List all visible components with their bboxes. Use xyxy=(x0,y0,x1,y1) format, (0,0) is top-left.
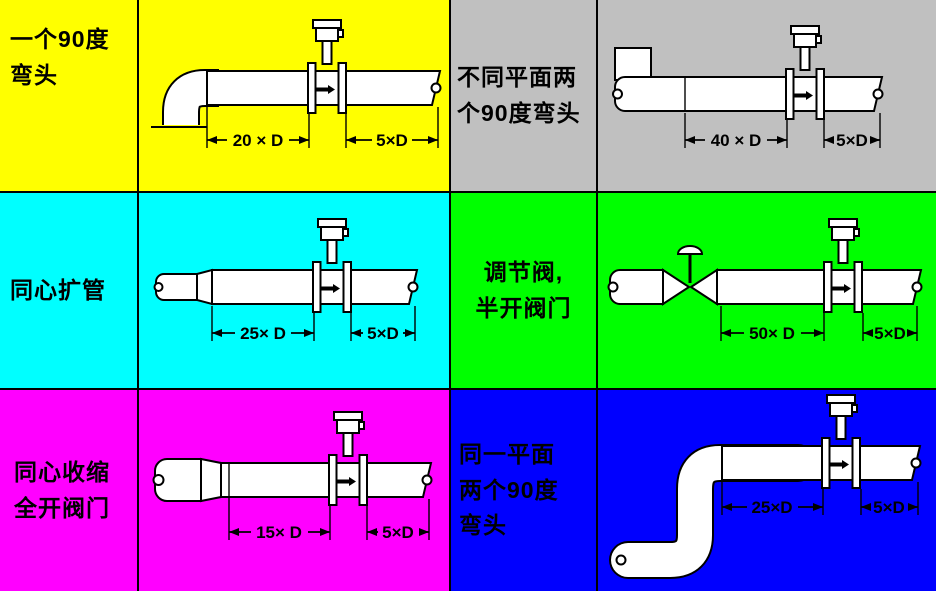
inlet-pipe xyxy=(609,269,664,305)
diagram-elbows-different-planes: 40 × D 5×D xyxy=(612,25,884,150)
straight-pipe xyxy=(614,76,884,112)
dim-upstream: 15× D xyxy=(256,523,302,542)
small-pipe xyxy=(155,273,198,301)
straight-pipe xyxy=(716,269,923,305)
dim-downstream: 5×D xyxy=(367,324,399,343)
dim-downstream: 5×D xyxy=(873,498,905,517)
diagram-cell-two-90-elbows-different-planes: 40 × D 5×D xyxy=(598,0,936,191)
dim-downstream: 5×D xyxy=(376,131,408,150)
dim-upstream: 20 × D xyxy=(233,131,284,150)
pipe-break-notch xyxy=(421,474,433,486)
diagram-cell-concentric-expander: 25× D 5×D xyxy=(139,193,449,388)
large-pipe xyxy=(154,458,202,502)
label-two-90-elbows-same-plane: 同一平面 两个90度 弯头 xyxy=(451,390,596,591)
label-two-90-elbows-different-planes: 不同平面两 个90度弯头 xyxy=(451,0,596,191)
dim-downstream: 5×D xyxy=(836,131,868,150)
diagram-cell-concentric-reducer: 15× D 5×D xyxy=(139,390,449,591)
dim-upstream: 40 × D xyxy=(711,131,762,150)
label-line: 半开阀门 xyxy=(475,294,572,321)
dim-downstream: 5×D xyxy=(874,324,906,343)
diagram-single-90-elbow: 20 × D 5×D xyxy=(151,19,442,150)
straight-pipe xyxy=(220,462,433,498)
pipe-break-notch xyxy=(911,281,923,293)
valve-icon xyxy=(662,245,718,306)
diagram-s-bend: 25×D 5×D xyxy=(609,394,922,579)
diagram-concentric-reducer: 15× D 5×D xyxy=(152,411,433,542)
label-line: 同心扩管 xyxy=(10,276,106,303)
pipe-break-notch xyxy=(430,82,442,94)
label-line: 同心收缩 xyxy=(14,458,110,485)
pipe-break-notch xyxy=(612,88,623,100)
label-line: 两个90度 xyxy=(459,476,559,503)
reducer-cone xyxy=(200,457,222,503)
diagram-concentric-expander: 25× D 5×D xyxy=(153,218,419,343)
pipe-break-notch xyxy=(407,281,419,293)
diagram-cell-two-90-elbows-same-plane: 25×D 5×D xyxy=(598,390,936,591)
label-line: 不同平面两 xyxy=(457,63,577,90)
label-line: 全开阀门 xyxy=(14,494,110,521)
label-line: 弯头 xyxy=(459,512,507,539)
label-concentric-expander: 同心扩管 xyxy=(0,193,137,388)
label-line: 调节阀, xyxy=(483,258,564,285)
diagram-regulating-valve: 50× D 5×D xyxy=(607,218,923,343)
diagram-cell-regulating-valve: 50× D 5×D xyxy=(598,193,936,388)
label-line: 一个90度 xyxy=(10,26,110,52)
pipe-break-notch xyxy=(607,281,619,293)
expander-cone xyxy=(196,268,213,306)
pipe-break-notch xyxy=(152,474,165,486)
dim-upstream: 25×D xyxy=(751,498,792,517)
pipe-break-notch xyxy=(153,282,164,292)
vertical-elbow-stub xyxy=(614,47,652,81)
dim-downstream: 5×D xyxy=(382,523,414,542)
label-one-90-elbow: 一个90度 弯头 xyxy=(0,0,137,191)
diagram-cell-one-90-elbow: 20 × D 5×D xyxy=(139,0,449,191)
s-bend-pipe xyxy=(609,444,817,579)
elbow-pipe xyxy=(151,69,219,128)
label-concentric-reducer: 同心收缩 全开阀门 xyxy=(0,390,137,591)
dim-upstream: 50× D xyxy=(749,324,795,343)
pipe-break-notch xyxy=(872,88,884,100)
dim-upstream: 25× D xyxy=(240,324,286,343)
label-line: 弯头 xyxy=(10,61,58,88)
label-line: 个90度弯头 xyxy=(457,99,581,126)
label-line: 同一平面 xyxy=(459,441,555,468)
pipe-break-notch xyxy=(910,457,922,469)
label-regulating-valve-half-open: 调节阀, 半开阀门 xyxy=(451,193,596,388)
